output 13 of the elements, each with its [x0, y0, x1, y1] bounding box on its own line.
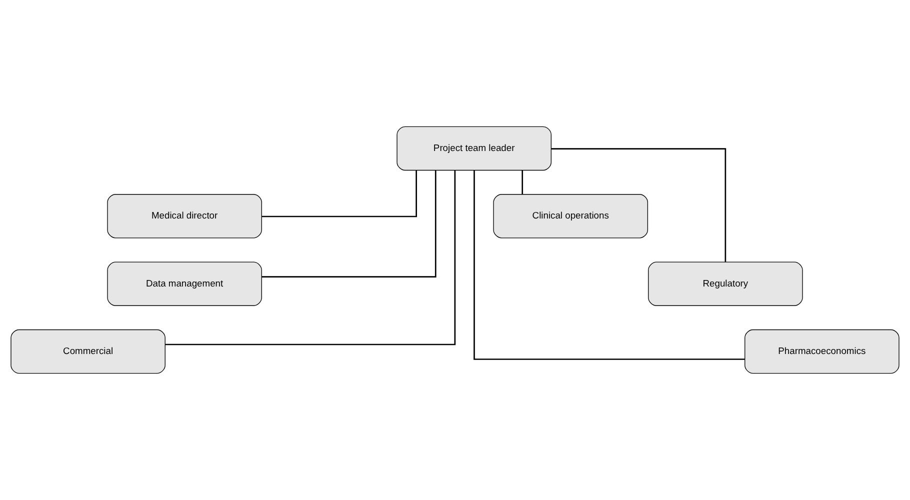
node-box: Regulatory [648, 262, 803, 306]
node-box: Medical director [107, 194, 262, 238]
node-box: Clinical operations [493, 194, 648, 238]
node-box: Project team leader [396, 126, 552, 171]
node-box: Data management [107, 262, 262, 306]
connector [522, 170, 524, 194]
connector [551, 148, 726, 262]
connector [165, 170, 456, 346]
connector [262, 170, 417, 218]
connector [262, 170, 436, 278]
node-box: Commercial [10, 329, 166, 374]
node-box: Pharmacoeconomics [744, 329, 900, 374]
connector [474, 170, 745, 360]
